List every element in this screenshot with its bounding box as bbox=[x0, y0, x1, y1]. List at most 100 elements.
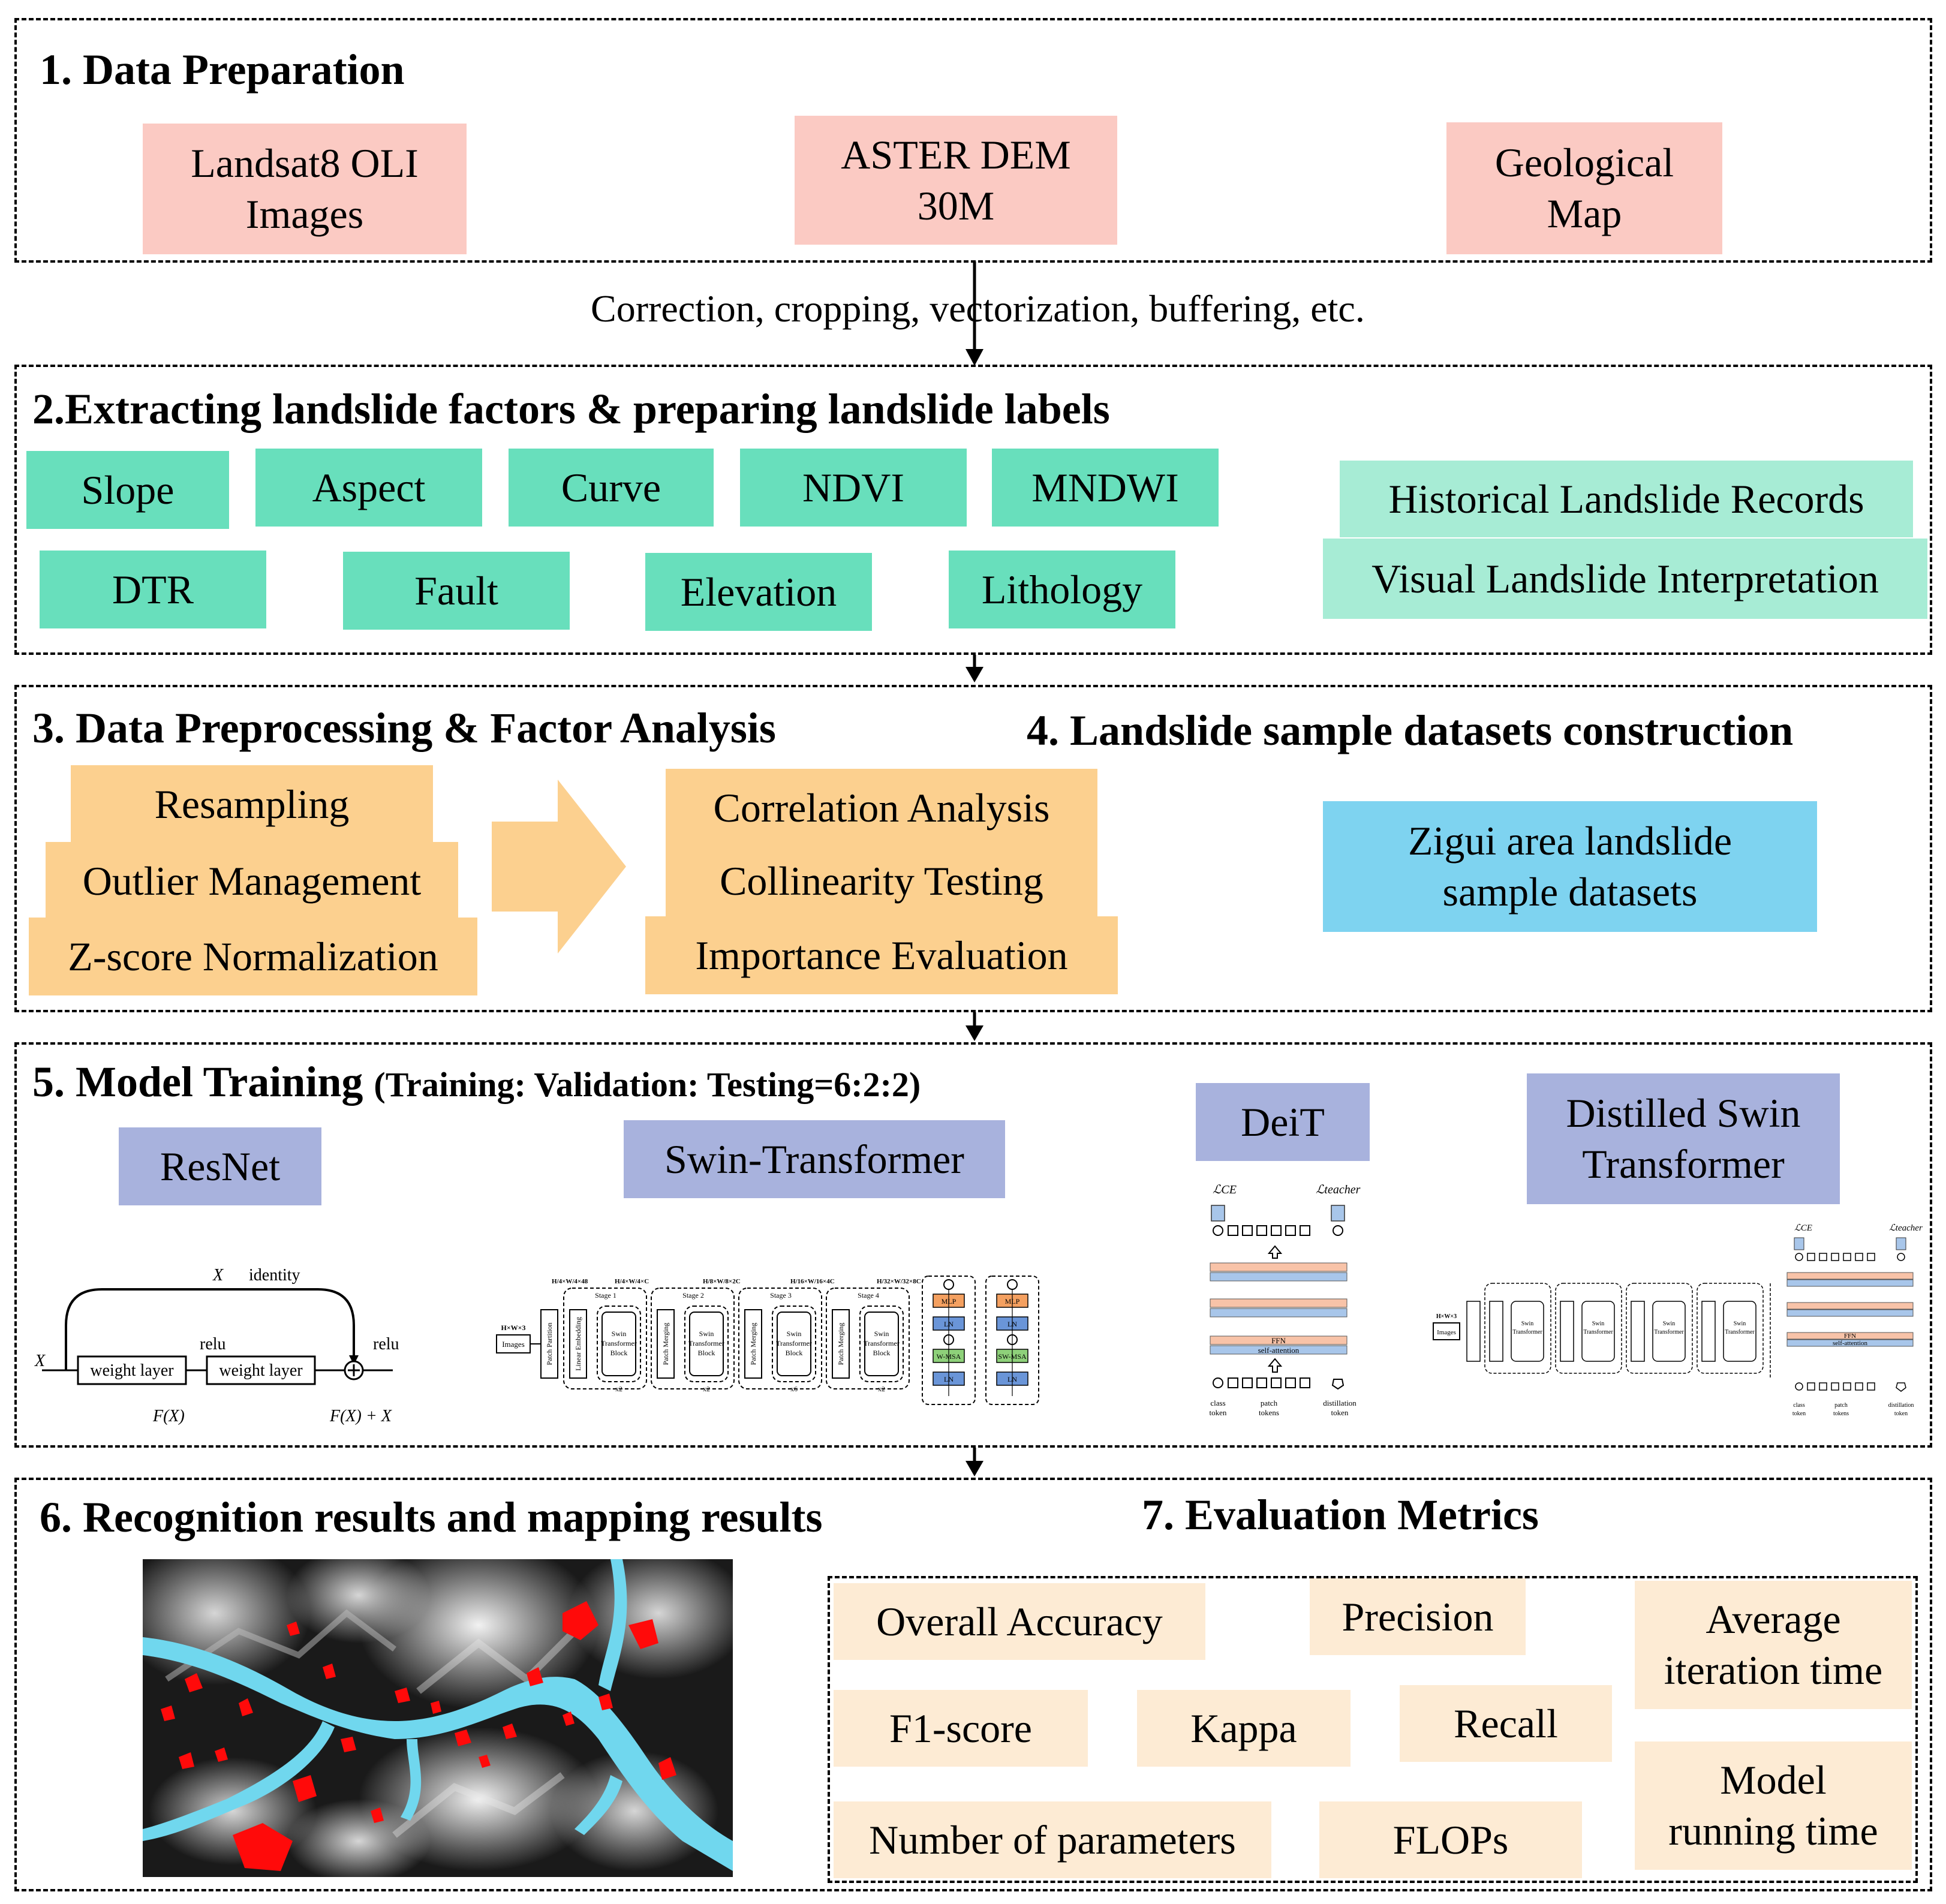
stage-1 bbox=[563, 1288, 647, 1389]
section-2-title: 2.Extracting landslide factors & prepari… bbox=[32, 385, 1110, 433]
analysis-importance: Importance Evaluation bbox=[645, 916, 1118, 994]
svg-text:Patch Merging: Patch Merging bbox=[749, 1323, 757, 1365]
metrics-panel bbox=[828, 1576, 1918, 1883]
svg-text:Swin: Swin bbox=[1663, 1321, 1676, 1327]
label-historical-records: Historical Landslide Records bbox=[1340, 461, 1913, 537]
svg-text:Block: Block bbox=[873, 1349, 891, 1357]
fx-label: F(X) bbox=[152, 1407, 185, 1425]
svg-text:Images: Images bbox=[502, 1340, 525, 1349]
svg-text:distillation: distillation bbox=[1888, 1402, 1914, 1409]
svg-text:FFN: FFN bbox=[1844, 1333, 1856, 1340]
stage-3 bbox=[738, 1288, 822, 1389]
svg-text:Block: Block bbox=[786, 1349, 803, 1357]
metric-recall: Recall bbox=[1400, 1685, 1612, 1762]
river-tributary-2 bbox=[143, 1721, 335, 1841]
metric-precision: Precision bbox=[1310, 1578, 1526, 1655]
svg-text:Patch Partition: Patch Partition bbox=[545, 1323, 554, 1365]
metric-overall-accuracy: Overall Accuracy bbox=[834, 1583, 1205, 1660]
svg-text:Swin: Swin bbox=[874, 1330, 889, 1338]
svg-text:FFN: FFN bbox=[1271, 1336, 1286, 1345]
model-resnet: ResNet bbox=[119, 1127, 321, 1205]
svg-text:Images: Images bbox=[1437, 1329, 1456, 1336]
svg-text:ℒteacher: ℒteacher bbox=[1889, 1223, 1923, 1233]
flow-arrow-2 bbox=[966, 655, 983, 682]
svg-text:H/8×W/8×2C: H/8×W/8×2C bbox=[703, 1278, 741, 1285]
factor-ndvi: NDVI bbox=[740, 449, 967, 527]
svg-text:Stage 4: Stage 4 bbox=[858, 1291, 879, 1300]
landslide-mapping-map bbox=[143, 1559, 733, 1877]
stage-2 bbox=[651, 1288, 735, 1389]
preprocess-resampling: Resampling bbox=[71, 765, 433, 843]
svg-text:Patch Merging: Patch Merging bbox=[837, 1323, 845, 1365]
factor-slope: Slope bbox=[26, 451, 229, 529]
svg-text:token: token bbox=[1210, 1408, 1227, 1417]
resnet-block-diagram: X X identity relu relu weight layer weig… bbox=[34, 1266, 399, 1425]
svg-text:patch: patch bbox=[1834, 1402, 1848, 1409]
input-x-label: X bbox=[34, 1352, 46, 1370]
svg-text:Swin: Swin bbox=[1734, 1321, 1746, 1327]
section-1-title: 1. Data Preparation bbox=[40, 46, 405, 94]
svg-text:H/4×W/4×48: H/4×W/4×48 bbox=[552, 1278, 588, 1285]
svg-text:self-attention: self-attention bbox=[1258, 1346, 1300, 1355]
swin-architecture-diagram: Images H×W×3 Patch Partition H/4×W/4×48 … bbox=[496, 1276, 1039, 1405]
weight-layer-1-label: weight layer bbox=[90, 1361, 174, 1380]
svg-text:token: token bbox=[1792, 1410, 1806, 1417]
stage-4 bbox=[826, 1288, 910, 1389]
svg-text:token: token bbox=[1894, 1410, 1908, 1417]
svg-text:tokens: tokens bbox=[1833, 1410, 1849, 1417]
svg-text:Swin: Swin bbox=[1592, 1321, 1605, 1327]
svg-text:patch: patch bbox=[1261, 1398, 1278, 1407]
metric-number-of-parameters: Number of parameters bbox=[834, 1801, 1271, 1878]
section-preprocess-dataset bbox=[14, 685, 1932, 1012]
preprocess-zscore: Z-score Normalization bbox=[29, 918, 477, 995]
svg-text:ℒCE: ℒCE bbox=[1794, 1223, 1812, 1233]
factor-fault: Fault bbox=[343, 552, 570, 630]
factor-elevation: Elevation bbox=[645, 553, 872, 631]
model-swin: Swin-Transformer bbox=[624, 1120, 1005, 1198]
svg-text:Transformer: Transformer bbox=[1654, 1329, 1684, 1335]
split-ratio: (Training: Validation: Testing=6:2:2) bbox=[374, 1065, 921, 1104]
factor-curve: Curve bbox=[509, 449, 714, 527]
weight-layer-1 bbox=[77, 1355, 187, 1385]
river-tributary-3 bbox=[401, 1739, 422, 1821]
river-main bbox=[143, 1637, 733, 1871]
section-factors-labels bbox=[14, 365, 1932, 655]
section-results-metrics bbox=[14, 1478, 1932, 1891]
section-model-training bbox=[14, 1042, 1932, 1448]
weight-layer-2-label: weight layer bbox=[219, 1361, 303, 1380]
factor-lithology: Lithology bbox=[949, 551, 1175, 628]
svg-text:Transformer: Transformer bbox=[776, 1339, 812, 1347]
distilled-swin-diagram: Images H×W×3 Swin Transformer Swin Trans… bbox=[1433, 1223, 1923, 1417]
flow-arrow-1 bbox=[966, 261, 983, 366]
metric-f1-score: F1-score bbox=[834, 1690, 1088, 1767]
svg-text:x2: x2 bbox=[615, 1385, 622, 1393]
svg-text:ℒteacher: ℒteacher bbox=[1316, 1183, 1361, 1196]
svg-text:Block: Block bbox=[610, 1349, 628, 1357]
relu-label-1: relu bbox=[200, 1335, 226, 1353]
fxx-label: F(X) + X bbox=[329, 1407, 392, 1425]
patch-partition bbox=[540, 1309, 558, 1379]
analysis-collinearity: Collinearity Testing bbox=[666, 842, 1097, 920]
svg-text:x2: x2 bbox=[703, 1385, 710, 1393]
svg-text:Swin: Swin bbox=[1521, 1321, 1534, 1327]
svg-text:H/32×W/32×8C: H/32×W/32×8C bbox=[877, 1278, 921, 1285]
factor-aspect: Aspect bbox=[255, 449, 482, 527]
flow-caption: Correction, cropping, vectorization, buf… bbox=[591, 287, 1365, 330]
svg-text:class: class bbox=[1793, 1402, 1805, 1409]
factor-dtr: DTR bbox=[40, 551, 266, 628]
svg-text:Transformer: Transformer bbox=[688, 1339, 724, 1347]
metric-kappa: Kappa bbox=[1137, 1690, 1351, 1767]
swin-block-detail-1 bbox=[922, 1276, 976, 1405]
svg-text:H×W×3: H×W×3 bbox=[501, 1324, 525, 1332]
svg-text:Swin: Swin bbox=[699, 1330, 714, 1338]
svg-text:H/16×W/16×4C: H/16×W/16×4C bbox=[790, 1278, 835, 1285]
svg-text:Transformer: Transformer bbox=[1512, 1329, 1542, 1335]
x-label: X bbox=[212, 1266, 224, 1285]
svg-text:Block: Block bbox=[698, 1349, 715, 1357]
